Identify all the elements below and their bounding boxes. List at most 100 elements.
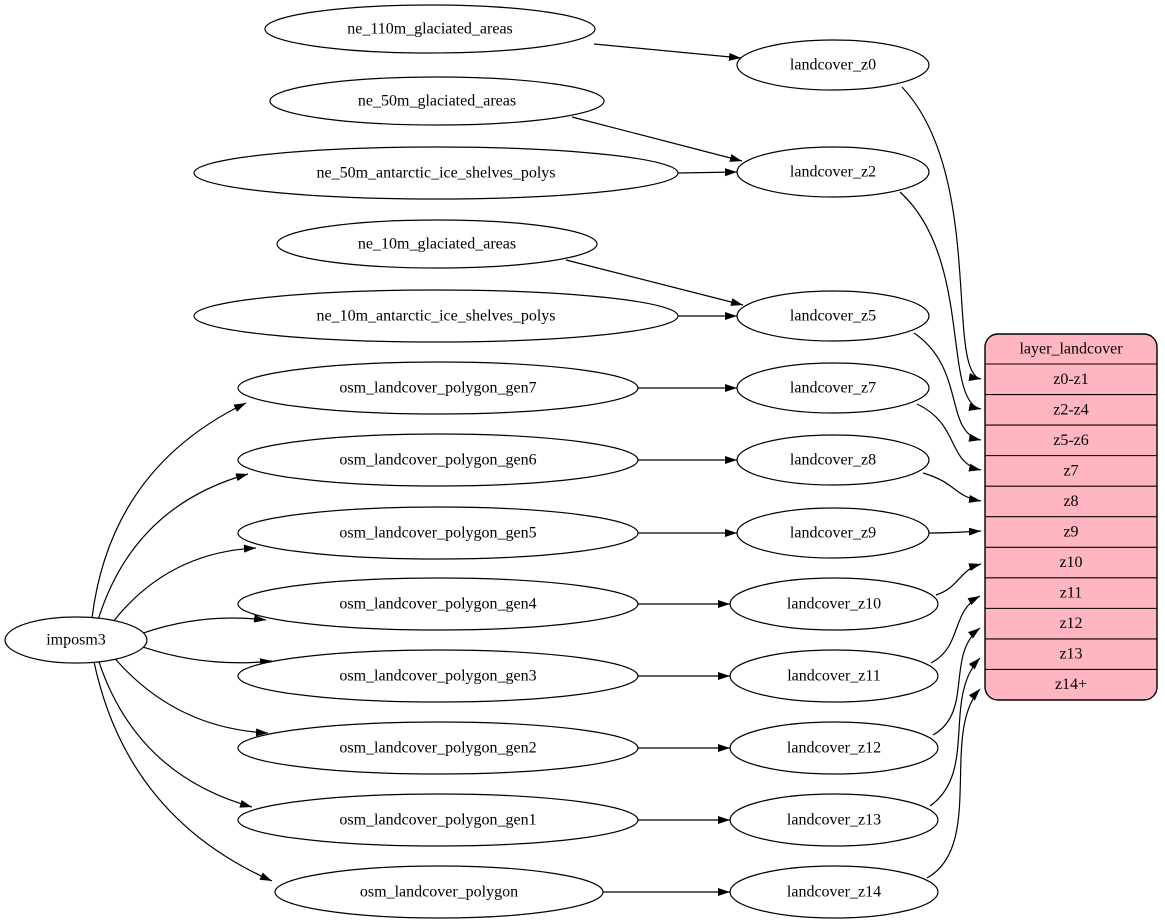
node-label: osm_landcover_polygon_gen4 — [339, 596, 536, 613]
node-label: osm_landcover_polygon — [360, 884, 518, 901]
node-landcover_z8: landcover_z8 — [736, 434, 930, 486]
edge-landcover_z14-to-layer_landcover-z14+ — [926, 688, 981, 879]
node-layer-landcover: layer_landcoverz0-z1z2-z4z5-z6z7z8z9z10z… — [984, 333, 1158, 701]
ellipse-shape — [736, 434, 930, 486]
node-landcover_z7: landcover_z7 — [736, 362, 930, 414]
node-label: osm_landcover_polygon_gen2 — [339, 740, 536, 757]
node-landcover_z11: landcover_z11 — [729, 649, 939, 703]
node-landcover_z10: landcover_z10 — [729, 577, 939, 631]
edge-landcover_z5-to-layer_landcover-z5-z6 — [913, 332, 982, 442]
edge-landcover_z7-to-layer_landcover-z7 — [916, 403, 982, 472]
edge-imposm3-to-osm_landcover_polygon — [93, 662, 273, 882]
edge-landcover_z11-to-layer_landcover-z11 — [930, 595, 981, 664]
ellipse-shape — [276, 219, 598, 269]
node-landcover_z14: landcover_z14 — [729, 865, 939, 919]
node-osm_landcover_polygon: osm_landcover_polygon — [274, 865, 604, 919]
node-label: landcover_z10 — [787, 596, 881, 613]
ellipse-shape — [736, 146, 930, 198]
edge-landcover_z9-to-layer_landcover-z9 — [928, 527, 982, 536]
ellipse-shape — [729, 793, 939, 847]
ellipse-shape — [237, 577, 639, 631]
node-label: landcover_z14 — [787, 884, 881, 901]
edge-imposm3-to-osm_landcover_polygon_gen4 — [143, 614, 267, 634]
node-label: landcover_z13 — [787, 812, 881, 829]
edge-landcover_z13-to-layer_landcover-z13 — [929, 657, 981, 807]
node-label: landcover_z0 — [790, 57, 876, 74]
ellipse-shape — [736, 39, 930, 91]
table-row-label-z2-z4: z2-z4 — [1053, 401, 1089, 418]
table-row-label-z14+: z14+ — [1055, 676, 1087, 693]
ellipse-shape — [237, 649, 639, 703]
ellipse-shape — [729, 649, 939, 703]
ellipse-shape — [193, 289, 679, 343]
node-osm_landcover_polygon_gen1: osm_landcover_polygon_gen1 — [237, 793, 639, 847]
edge-landcover_z0-to-layer_landcover-z0-z1 — [901, 86, 982, 381]
node-label: ne_10m_antarctic_ice_shelves_polys — [316, 308, 555, 325]
node-ne_50m_glaciated_areas: ne_50m_glaciated_areas — [269, 76, 605, 126]
node-label: landcover_z2 — [790, 164, 876, 181]
ellipse-shape — [237, 721, 639, 775]
edges-layer — [91, 43, 982, 896]
node-osm_landcover_polygon_gen2: osm_landcover_polygon_gen2 — [237, 721, 639, 775]
node-label: osm_landcover_polygon_gen5 — [339, 525, 536, 542]
ellipse-shape — [736, 290, 930, 342]
edge-imposm3-to-osm_landcover_polygon_gen2 — [115, 658, 269, 737]
node-ne_110m_glaciated_areas: ne_110m_glaciated_areas — [264, 4, 596, 54]
ellipse-shape — [264, 4, 596, 54]
node-label: landcover_z9 — [790, 525, 876, 542]
node-label: ne_10m_glaciated_areas — [358, 236, 516, 253]
node-label: osm_landcover_polygon_gen1 — [339, 812, 536, 829]
node-label: osm_landcover_polygon_gen7 — [339, 380, 536, 397]
table-layer: layer_landcoverz0-z1z2-z4z5-z6z7z8z9z10z… — [984, 333, 1158, 701]
node-landcover_z0: landcover_z0 — [736, 39, 930, 91]
node-imposm3: imposm3 — [4, 616, 148, 664]
ellipse-shape — [729, 577, 939, 631]
node-osm_landcover_polygon_gen4: osm_landcover_polygon_gen4 — [237, 577, 639, 631]
edge-imposm3-to-osm_landcover_polygon_gen3 — [143, 646, 273, 667]
table-row-label-z10: z10 — [1059, 554, 1082, 571]
edge-ne_50m_glaciated_areas-to-landcover_z2 — [571, 116, 743, 162]
edge-ne_110m_glaciated_areas-to-landcover_z0 — [593, 43, 742, 61]
edge-ne_10m_glaciated_areas-to-landcover_z5 — [565, 259, 744, 306]
node-label: landcover_z11 — [787, 668, 881, 685]
ellipse-shape — [237, 433, 639, 487]
node-landcover_z9: landcover_z9 — [736, 507, 930, 559]
node-label: ne_50m_glaciated_areas — [358, 93, 516, 110]
node-label: landcover_z8 — [790, 452, 876, 469]
nodes-layer: ne_110m_glaciated_areas landcover_z0 ne_50… — [4, 4, 939, 919]
edge-ne_50m_antarctic_ice_shelves_polys-to-landcover_z2 — [677, 168, 738, 177]
table-row-label-z8: z8 — [1063, 493, 1078, 510]
node-landcover_z13: landcover_z13 — [729, 793, 939, 847]
node-label: ne_50m_antarctic_ice_shelves_polys — [316, 165, 555, 182]
node-landcover_z12: landcover_z12 — [729, 721, 939, 775]
ellipse-shape — [729, 865, 939, 919]
edge-imposm3-to-osm_landcover_polygon_gen1 — [98, 661, 253, 808]
table-row-label-z5-z6: z5-z6 — [1053, 432, 1089, 449]
node-ne_10m_glaciated_areas: ne_10m_glaciated_areas — [276, 219, 598, 269]
table-title: layer_landcover — [1019, 341, 1123, 358]
node-label: ne_110m_glaciated_areas — [347, 21, 513, 38]
node-osm_landcover_polygon_gen6: osm_landcover_polygon_gen6 — [237, 433, 639, 487]
node-landcover_z2: landcover_z2 — [736, 146, 930, 198]
node-label: landcover_z12 — [787, 740, 881, 757]
node-ne_50m_antarctic_ice_shelves_polys: ne_50m_antarctic_ice_shelves_polys — [193, 146, 679, 200]
edge-imposm3-to-osm_landcover_polygon_gen5 — [113, 544, 257, 621]
edge-landcover_z2-to-layer_landcover-z2-z4 — [899, 191, 982, 411]
node-ne_10m_antarctic_ice_shelves_polys: ne_10m_antarctic_ice_shelves_polys — [193, 289, 679, 343]
node-osm_landcover_polygon_gen7: osm_landcover_polygon_gen7 — [237, 361, 639, 415]
ellipse-shape — [736, 507, 930, 559]
edge-landcover_z10-to-layer_landcover-z10 — [935, 563, 982, 596]
table-row-label-z11: z11 — [1060, 585, 1083, 602]
edge-landcover_z12-to-layer_landcover-z12 — [932, 627, 981, 736]
node-osm_landcover_polygon_gen5: osm_landcover_polygon_gen5 — [237, 506, 639, 560]
ellipse-shape — [237, 361, 639, 415]
ellipse-shape — [269, 76, 605, 126]
node-label: imposm3 — [46, 632, 106, 649]
table-row-label-z7: z7 — [1063, 462, 1078, 479]
ellipse-shape — [237, 506, 639, 560]
node-osm_landcover_polygon_gen3: osm_landcover_polygon_gen3 — [237, 649, 639, 703]
node-label: landcover_z7 — [790, 380, 876, 397]
ellipse-shape — [4, 616, 148, 664]
